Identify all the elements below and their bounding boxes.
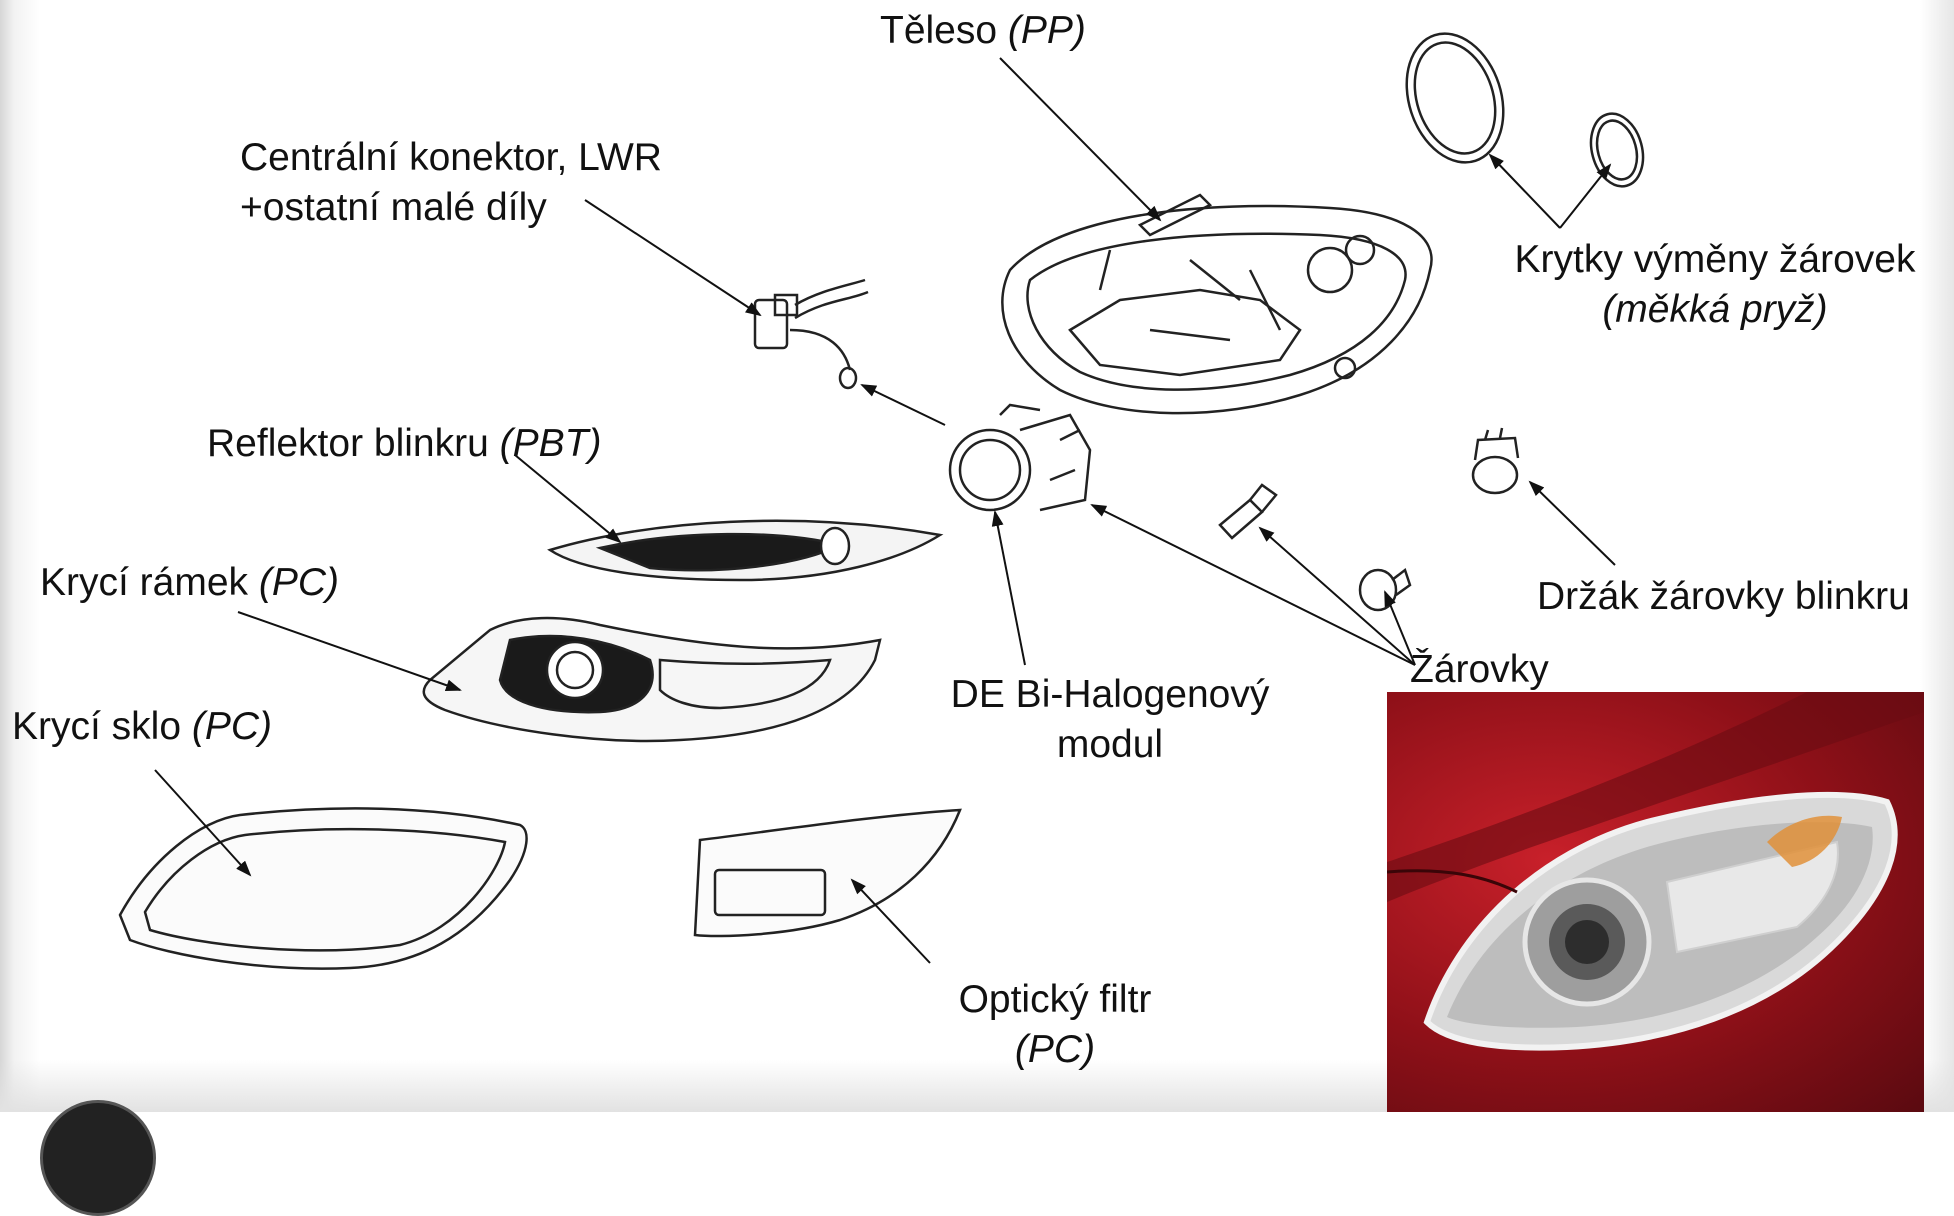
label-konektor-line2: +ostatní malé díly bbox=[240, 183, 662, 233]
label-modul: DE Bi-Halogenový modul bbox=[915, 670, 1305, 770]
label-reflektor: Reflektor blinkru (PBT) bbox=[207, 419, 601, 469]
label-sklo-material: (PC) bbox=[192, 705, 272, 748]
bezel-drawing bbox=[424, 618, 880, 741]
label-ramek-material: (PC) bbox=[259, 561, 339, 604]
projector-module-drawing bbox=[950, 405, 1090, 510]
label-konektor-line1: Centrální konektor, LWR bbox=[240, 133, 662, 183]
label-ramek: Krycí rámek (PC) bbox=[40, 558, 339, 608]
label-modul-line1: DE Bi-Halogenový bbox=[915, 670, 1305, 720]
lens-drawing bbox=[120, 808, 527, 968]
label-ramek-text: Krycí rámek bbox=[40, 561, 248, 604]
label-teleso-text: Těleso bbox=[880, 9, 997, 52]
bulbs-drawing bbox=[1220, 485, 1410, 610]
label-reflektor-text: Reflektor blinkru bbox=[207, 422, 489, 465]
label-modul-line2: modul bbox=[915, 720, 1305, 770]
optical-filter-drawing bbox=[695, 810, 960, 936]
headlamp-photo bbox=[1387, 692, 1924, 1112]
label-konektor: Centrální konektor, LWR +ostatní malé dí… bbox=[240, 133, 662, 233]
label-sklo-text: Krycí sklo bbox=[12, 705, 181, 748]
label-filtr-line1: Optický filtr bbox=[905, 975, 1205, 1025]
logo-badge bbox=[40, 1100, 156, 1216]
label-zarovky: Žárovky bbox=[1410, 645, 1549, 695]
label-sklo: Krycí sklo (PC) bbox=[12, 702, 272, 752]
label-krytky-line2: (měkká pryž) bbox=[1490, 285, 1940, 335]
label-drzak-text: Držák žárovky blinkru bbox=[1537, 575, 1910, 618]
label-drzak: Držák žárovky blinkru bbox=[1537, 572, 1910, 622]
label-zarovky-text: Žárovky bbox=[1410, 648, 1549, 691]
reflector-drawing bbox=[550, 521, 940, 580]
label-teleso: Těleso (PP) bbox=[880, 6, 1086, 56]
bulb-covers-drawing bbox=[1391, 21, 1651, 192]
label-krytky: Krytky výměny žárovek (měkká pryž) bbox=[1490, 235, 1940, 335]
label-filtr-line2: (PC) bbox=[905, 1025, 1205, 1075]
bulb-holder-drawing bbox=[1473, 428, 1518, 493]
label-filtr: Optický filtr (PC) bbox=[905, 975, 1205, 1075]
connector-drawing bbox=[755, 280, 868, 388]
label-reflektor-material: (PBT) bbox=[500, 422, 602, 465]
housing-drawing bbox=[1002, 195, 1431, 413]
label-teleso-material: (PP) bbox=[1008, 9, 1086, 52]
headlamp-photo-art bbox=[1387, 692, 1924, 1112]
label-krytky-line1: Krytky výměny žárovek bbox=[1490, 235, 1940, 285]
